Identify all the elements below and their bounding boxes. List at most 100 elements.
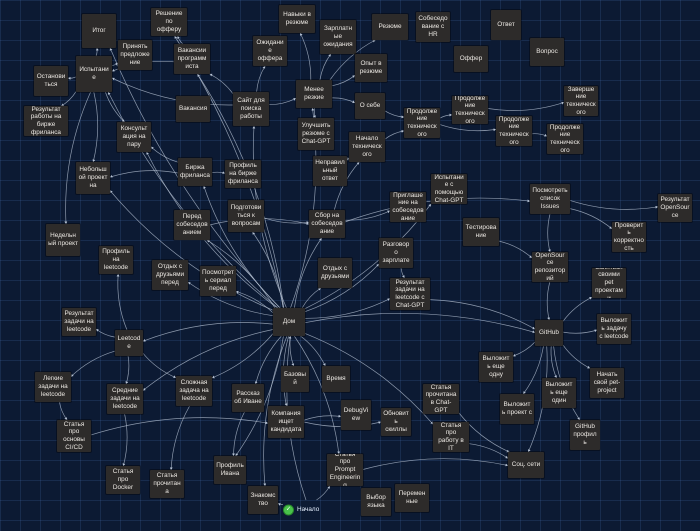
node-podgotovitsya[interactable]: Подготовиться к вопросам — [228, 200, 264, 232]
node-opyt[interactable]: Опыт в резюме — [355, 54, 387, 82]
edge-statya-prompt-to-soc-seti — [362, 458, 509, 470]
node-label: Небольшой проект на — [78, 166, 108, 189]
node-ispyt-chat[interactable]: Испытание с помощью Chat-GPT — [431, 174, 467, 204]
edge-menee-to-opyt — [331, 75, 356, 87]
node-obnovit[interactable]: Обновить скиллы — [381, 408, 411, 436]
node-otdyh[interactable]: Отдых с друзьями — [318, 258, 352, 288]
node-kompaniya[interactable]: Компания ищет кандидата — [268, 406, 304, 438]
node-srednie[interactable]: Средние задачи на leetcode — [107, 384, 143, 414]
node-prodolzh1[interactable]: Продолжение технического — [404, 108, 440, 138]
node-prodolzh4[interactable]: Продолжение технического — [547, 124, 583, 154]
node-ozhidanie[interactable]: Ожидание оффера — [253, 36, 287, 66]
node-prodolzh2[interactable]: Продолжение технического — [452, 96, 488, 124]
node-github-profil[interactable]: GitHub профиль — [570, 420, 600, 450]
node-pered-sobes[interactable]: Перед собеседованием — [174, 210, 210, 240]
node-navyki[interactable]: Навыки в резюме — [279, 5, 315, 33]
node-menee[interactable]: Менее резкие — [296, 80, 332, 108]
node-konsultaciya[interactable]: Консультация на пару — [117, 122, 151, 152]
edge-vakansii-prog-to-reshenie — [177, 35, 183, 45]
node-nachalo[interactable]: ✓Начало — [283, 500, 331, 520]
node-rezultat-birzha[interactable]: Результат работы на бирже фриланса — [24, 106, 68, 136]
node-peremennye[interactable]: Переменные — [395, 484, 429, 512]
node-rasskaz[interactable]: Рассказ об Иване — [232, 384, 264, 412]
node-slozhnaya[interactable]: Сложная задача на leetcode — [176, 376, 212, 406]
node-ostanovitsya[interactable]: Остановиться — [34, 66, 68, 96]
node-statya-prochitana[interactable]: Статья прочитана — [150, 470, 184, 498]
node-zavershenie[interactable]: Завершение технического — [564, 86, 598, 116]
node-statya-prompt[interactable]: Статья про Prompt Engineering — [327, 454, 363, 486]
edge-rezultat-leetcode-chat-to-github — [429, 299, 536, 330]
node-rezultat-os[interactable]: Результат OpenSource — [658, 194, 692, 222]
node-label: Решение по офферу — [155, 10, 183, 33]
node-legkie[interactable]: Легкие задачи на leetcode — [35, 372, 71, 402]
node-bazovy[interactable]: Базовый — [281, 366, 309, 392]
node-vremya[interactable]: Время — [322, 366, 350, 392]
node-profil-birzha[interactable]: Профиль на бирже фриланса — [225, 160, 261, 188]
node-posmotret-issues[interactable]: Посмотреть список Issues — [530, 184, 570, 214]
node-otvet[interactable]: Ответ — [491, 10, 521, 40]
node-itog[interactable]: Итог — [82, 14, 116, 48]
node-profil-ivana[interactable]: Профиль Ивана — [214, 456, 246, 484]
node-zanyatsya[interactable]: Заняться своими pet проектами — [592, 268, 626, 298]
node-rezultat-leetcode[interactable]: Результат задачи на leetcode — [62, 308, 96, 336]
node-label: Проверить корректность — [614, 222, 644, 252]
node-debugview[interactable]: DebugView — [341, 400, 371, 430]
node-rezultat-leetcode-chat[interactable]: Результат задачи на leetcode с Chat-GPT — [390, 278, 430, 310]
node-otdyh-pered[interactable]: Отдых с друзьями перед — [152, 260, 188, 290]
node-vylozhit-leetcode[interactable]: Выложить задачу с leetcode — [597, 314, 631, 344]
node-zarplatnye[interactable]: Зарплатные ожидания — [320, 20, 356, 54]
node-vylozhit-odnu[interactable]: Выложить еще одну — [479, 352, 513, 382]
node-ispyt[interactable]: Испытание — [76, 56, 112, 92]
node-soc-seti[interactable]: Соц. сети — [508, 452, 544, 478]
node-testirovanie[interactable]: Тестирование — [463, 218, 499, 246]
node-birzha[interactable]: Биржа фриланса — [178, 158, 212, 186]
node-posmotret-serial[interactable]: Посмотреть сериал перед — [200, 266, 236, 296]
edge-ispyt-to-ostanovitsya — [67, 76, 77, 80]
edge-leetcode-to-legkie — [70, 350, 116, 377]
node-leetcode[interactable]: Leetcode — [115, 330, 143, 356]
node-statya-rabotu[interactable]: Статья про работу в IT — [433, 422, 469, 452]
node-opensource-repo[interactable]: OpenSource репозиторий — [532, 252, 568, 282]
node-statya-chat[interactable]: Статья прочитана в Chat-GPT — [423, 384, 459, 414]
node-priglashenie[interactable]: Приглашение на собеседование — [390, 192, 426, 222]
node-nachat-pet[interactable]: Начать свой pet-project — [590, 368, 624, 398]
node-vybor[interactable]: Выбор языка — [361, 488, 391, 516]
node-offer[interactable]: Оффер — [454, 46, 488, 72]
node-vylozhit-proekt[interactable]: Выложить проект с — [500, 394, 534, 424]
node-sait-poiska[interactable]: Сайт для поиска работы — [233, 92, 269, 126]
node-sobes-hr[interactable]: Собеседование с HR — [416, 12, 450, 42]
node-nebolshoi[interactable]: Небольшой проект на — [76, 162, 110, 194]
node-proverit[interactable]: Проверить корректность — [612, 222, 646, 252]
edge-nachalo-to-statya-prompt — [316, 485, 331, 501]
node-nachalo-tekh[interactable]: Начало технического — [349, 132, 385, 162]
edge-nachalo-tekh-to-prodolzh1 — [384, 129, 405, 140]
edge-testirovanie-to-opensource-repo — [498, 240, 533, 259]
node-statya-osnovy[interactable]: Статья про основы CI/CD — [57, 420, 91, 452]
node-github[interactable]: GitHub — [535, 320, 563, 346]
node-vopros[interactable]: Вопрос — [530, 38, 564, 66]
node-statya-docker[interactable]: Статья про Docker — [106, 466, 140, 494]
node-vylozhit-esche[interactable]: Выложить еще один — [542, 378, 576, 408]
node-vakansiya[interactable]: Вакансия — [176, 96, 210, 122]
node-profil-leetcode[interactable]: Профиль на leetcode — [99, 246, 133, 274]
node-label: Начало технического — [352, 135, 382, 158]
node-sbor[interactable]: Сбор на собеседование — [309, 210, 345, 238]
node-prodolzh3[interactable]: Продолжение технического — [496, 116, 532, 146]
node-prinyat[interactable]: Принять предложение — [118, 40, 152, 70]
node-rezume[interactable]: Резюме — [372, 14, 408, 40]
node-label: Знакомство — [250, 492, 276, 507]
node-uluchshit[interactable]: Улучшить резюме с Chat-GPT — [298, 118, 334, 150]
node-znakomstvo[interactable]: Знакомство — [248, 486, 278, 514]
node-label: Приглашение на собеседование — [392, 192, 424, 222]
node-razgovor[interactable]: Разговор о зарплате — [379, 238, 413, 268]
node-o-sebe[interactable]: О себе — [355, 93, 385, 119]
edge-ispyt-to-itog — [95, 47, 99, 57]
node-nepravilny[interactable]: Неправильный ответ — [313, 156, 347, 186]
node-reshenie[interactable]: Решение по офферу — [151, 8, 187, 36]
edge-dom-to-slozhnaya — [211, 333, 274, 379]
node-dom[interactable]: Дом — [273, 308, 305, 336]
edge-legkie-to-statya-osnovy — [59, 401, 68, 421]
node-vakansii-prog[interactable]: Вакансии программиста — [174, 44, 210, 74]
node-nedelny[interactable]: Недельный проект — [46, 224, 80, 256]
